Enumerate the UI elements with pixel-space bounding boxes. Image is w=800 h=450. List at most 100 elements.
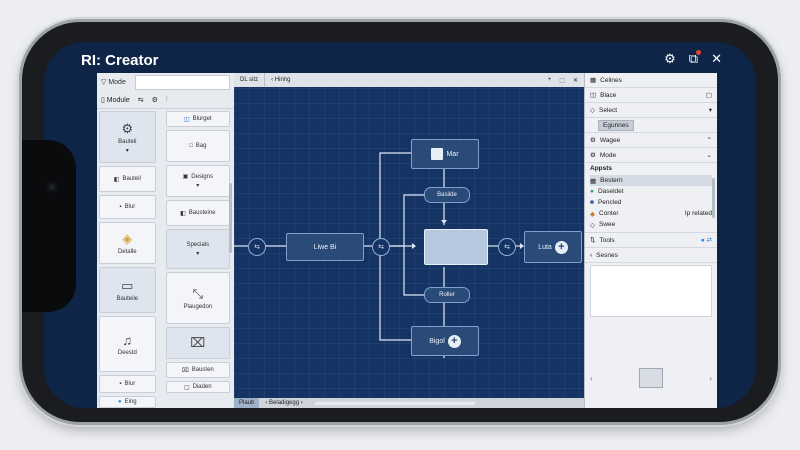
prev-icon[interactable]: ‹ <box>590 373 593 383</box>
output-node[interactable]: Luta+ <box>524 231 582 263</box>
more-icon[interactable]: ⫶ <box>165 95 168 103</box>
chevron-down-icon: ▾ <box>196 250 200 257</box>
volume-button <box>242 18 312 22</box>
module-card[interactable]: ◈ Detalle <box>99 222 156 264</box>
connector-node[interactable]: ⇆ <box>498 238 516 256</box>
prop-row-select[interactable]: ◇Select ▾ <box>585 103 717 118</box>
asset-item[interactable]: ■Pencled <box>590 199 622 206</box>
connector-node[interactable]: ⇆ <box>248 238 266 256</box>
module-card[interactable]: ⤡ Plaugedon <box>165 272 230 324</box>
prop-row-mode[interactable]: ⚙Mode ⌄ <box>585 148 717 163</box>
box-icon: □ <box>189 143 193 149</box>
module-card[interactable]: ◫Blurget <box>165 111 230 127</box>
module-card[interactable]: ⌧Bausten <box>165 362 230 378</box>
gear-icon: ⚙ <box>590 152 596 159</box>
top-node[interactable]: Mar <box>411 139 479 169</box>
horizontal-scrollbar[interactable] <box>314 401 475 405</box>
asset-item[interactable]: ●Daseldet <box>590 188 624 195</box>
image-icon[interactable] <box>639 368 663 388</box>
input-node[interactable]: Liwe Bi <box>286 233 364 261</box>
module-card[interactable]: ▣Designs ▾ <box>165 165 230 197</box>
side-button <box>150 423 190 427</box>
selected-node[interactable] <box>424 229 488 265</box>
module-card[interactable]: ⌧ <box>165 327 230 359</box>
window-controls: ⚙ ⧉ ✕ <box>664 50 722 67</box>
diamond-icon: ◇ <box>590 221 595 229</box>
search-input[interactable] <box>135 74 230 90</box>
asset-item[interactable]: ◇Swee <box>590 221 616 229</box>
chevron-down-icon: ⌄ <box>706 152 712 159</box>
module-column-1: ⚙ Bauteil ▾ ◧Bauteil ▪Blur ◈ Detalle ▭ B… <box>97 109 158 408</box>
expand-icon: ⤡ <box>192 286 203 301</box>
component-icon: ◧ <box>180 210 186 217</box>
assets-section: Appsts ▦Bestern ●Daseldet ■Pencled ◆Cont… <box>585 163 717 233</box>
square-icon: ▪ <box>119 204 122 210</box>
tools-controls: ● ⇄ <box>700 237 712 244</box>
chevron-down-icon: ▾ <box>125 147 129 154</box>
swap-icon[interactable]: ⇆ <box>137 96 144 104</box>
app-title: RI: Creator <box>81 52 159 69</box>
scrollbar[interactable] <box>229 183 232 253</box>
asset-item[interactable]: ◆Conter Ip related <box>590 209 712 218</box>
asset-item[interactable]: ▦Bestern <box>590 175 712 186</box>
scrollbar[interactable] <box>712 178 715 218</box>
prop-row-wagee[interactable]: ⚙Wagee ⌃ <box>585 133 717 148</box>
chevron-left-icon: ‹ <box>590 251 593 259</box>
close-tab-icon[interactable]: ✕ <box>572 77 578 84</box>
bottom-node[interactable]: Bigol+ <box>411 326 479 356</box>
add-tab-icon[interactable]: + <box>547 76 552 83</box>
restore-icon[interactable]: ⧉ <box>689 50 702 67</box>
mode-label[interactable]: ▽ Mode <box>101 79 126 86</box>
module-card[interactable]: Specials ▾ <box>165 229 230 269</box>
tab-hiring[interactable]: ‹ Hiring <box>271 77 291 83</box>
square-icon <box>431 148 444 160</box>
module-card[interactable]: ◧Bausteine <box>165 200 230 226</box>
tab-dl[interactable]: DL sitz <box>234 73 266 87</box>
prop-row-chip[interactable]: Egunnes <box>585 118 717 133</box>
flow-canvas[interactable]: DL sitz ‹ Hiring + ⬚ ✕ <box>234 73 584 408</box>
chevron-down-icon: ▾ <box>196 183 200 189</box>
module-card[interactable]: ●Eing <box>99 396 156 408</box>
add-icon: + <box>447 334 461 348</box>
module-card[interactable]: ▪Blur <box>99 195 156 219</box>
upper-small-node[interactable]: Basilde <box>424 187 470 203</box>
monitor-icon: ▭ <box>121 278 134 293</box>
tools-header-row[interactable]: ⇅Tools ● ⇄ <box>585 233 717 248</box>
tag-icon: ◫ <box>183 116 190 123</box>
module-card[interactable]: ▭ Bauteile <box>99 267 156 313</box>
next-icon[interactable]: › <box>709 373 712 383</box>
settings-icon[interactable]: ⚙ <box>664 51 676 66</box>
diamond-icon: ◇ <box>590 107 595 114</box>
module-card[interactable]: ◧Bauteil <box>99 166 156 192</box>
gear-icon[interactable]: ⚙ <box>151 96 158 104</box>
module-column-2: ◫Blurget □Bag ▣Designs ▾ ◧Bausteine Spec… <box>158 109 234 408</box>
music-icon: ♫ <box>122 332 133 348</box>
close-icon[interactable]: ✕ <box>711 51 722 66</box>
module-card[interactable]: □Bag <box>165 130 230 162</box>
panel-icon: ◫ <box>590 92 597 99</box>
chevron-up-icon: ⌃ <box>706 137 712 144</box>
tool-item-row[interactable]: ‹Sesnes <box>585 248 717 263</box>
module-card[interactable]: ⚙ Bauteil ▾ <box>99 111 156 163</box>
canvas-bottom-bar: Plaub ‹ Beladigegg › <box>234 398 584 408</box>
square-icon: ▢ <box>183 384 190 391</box>
diamond-icon: ◆ <box>590 210 595 218</box>
square-icon: ■ <box>590 199 594 206</box>
design-icon: ▣ <box>182 174 189 180</box>
prop-row-blace[interactable]: ◫Blace ▢ <box>585 88 717 103</box>
connector-node[interactable]: ⇆ <box>372 238 390 256</box>
module-card[interactable]: ♫ Deestd <box>99 316 156 372</box>
tab-plaub[interactable]: Plaub <box>234 398 260 408</box>
square-icon: ⌧ <box>181 367 189 374</box>
tool-preview-box <box>590 265 712 317</box>
square-icon: ▪ <box>119 381 122 387</box>
module-card[interactable]: ▪Blur <box>99 375 156 393</box>
frame-icon: ⌧ <box>190 335 206 350</box>
checkbox-icon: ▢ <box>705 92 712 99</box>
prop-row-celines[interactable]: ▦Celines <box>585 73 717 88</box>
expand-tab-icon[interactable]: ⬚ <box>559 77 565 84</box>
module-card[interactable]: ▢Diaden <box>165 381 230 393</box>
tab-beladigegg[interactable]: ‹ Beladigegg › <box>265 400 303 406</box>
lower-small-node[interactable]: Roller <box>424 287 470 303</box>
shield-icon: ◈ <box>122 231 133 246</box>
